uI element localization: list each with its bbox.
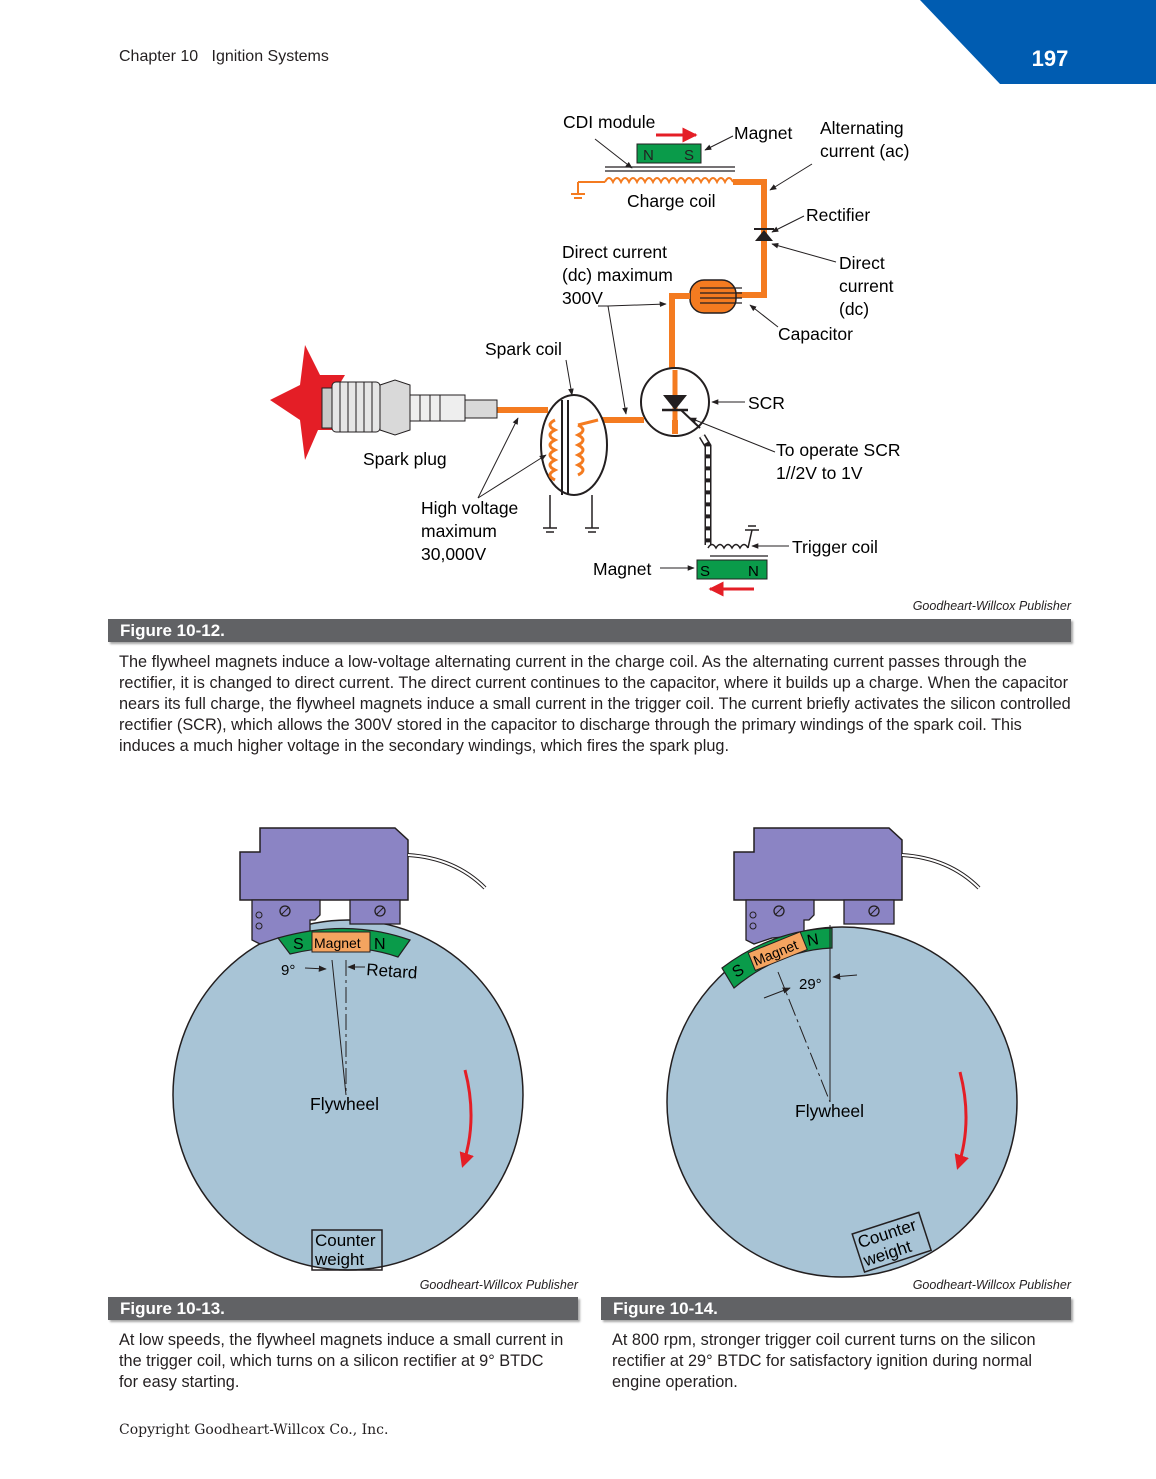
capacitor [689, 279, 742, 314]
label-dc-1: Direct [839, 253, 885, 273]
magnet-block [311, 931, 371, 953]
label-hv-3: 30,000V [421, 544, 487, 564]
label-hv-2: maximum [421, 521, 497, 541]
magnet-bottom-n: N [748, 563, 759, 580]
label-flywheel: Flywheel [310, 1094, 379, 1114]
spark-plug [270, 345, 498, 460]
figure-13-caption: At low speeds, the flywheel magnets indu… [119, 1331, 564, 1391]
label-ac-1: Alternating [820, 118, 904, 138]
magnet-label: Magnet [314, 935, 361, 951]
magnet-top-n: N [643, 147, 654, 164]
flywheel-diagram-9-degree: S Magnet N 9° Retard Flywheel Counter we… [172, 827, 524, 1271]
cdi-ignition-diagram: N S S N [270, 112, 909, 597]
flywheel [666, 926, 1018, 1278]
figure-13-title-bar: Figure 10-13. [108, 1297, 578, 1320]
magnet-s: S [293, 936, 304, 953]
label-dc-3: (dc) [839, 299, 869, 319]
spark-coil [540, 394, 608, 533]
label-trigger-coil: Trigger coil [792, 537, 878, 557]
figure-14-credit: Goodheart-Willcox Publisher [912, 1278, 1071, 1292]
flywheel-diagram-29-degree: Magnet S N 29° Flywheel Counter weight [666, 827, 1018, 1278]
label-hv-1: High voltage [421, 498, 518, 518]
page-number-tab [920, 0, 1156, 84]
label-spark-plug: Spark plug [363, 449, 447, 469]
label-magnet-top: Magnet [734, 123, 793, 143]
figure-13-credit: Goodheart-Willcox Publisher [419, 1278, 578, 1292]
ignition-module [733, 827, 981, 945]
figure-12-credit: Goodheart-Willcox Publisher [912, 599, 1071, 613]
counterweight [851, 1211, 933, 1273]
rotation-arrow [459, 1069, 474, 1168]
label-cdi-module: CDI module [563, 112, 655, 132]
counterweight-1: Counter [315, 1231, 376, 1250]
label-capacitor: Capacitor [778, 324, 853, 344]
label-retard: Retard [366, 960, 418, 983]
rotation-arrow [954, 1071, 969, 1170]
rectifier-diode [755, 230, 773, 241]
figure-12-title-bar: Figure 10-12. [108, 619, 1071, 642]
counterweight [311, 1229, 383, 1271]
label-operate-2: 1//2V to 1V [776, 463, 863, 483]
label-dc-max-2: (dc) maximum [562, 265, 673, 285]
copyright-footer: Copyright Goodheart-Willcox Co., Inc. [119, 1422, 389, 1438]
magnet-bottom [696, 559, 768, 580]
magnet-n: N [806, 931, 820, 950]
label-dc-max-1: Direct current [562, 242, 667, 262]
label-flywheel: Flywheel [795, 1101, 864, 1121]
label-charge-coil: Charge coil [627, 191, 716, 211]
label-operate-1: To operate SCR [776, 440, 901, 460]
label-scr: SCR [748, 393, 785, 413]
chapter-header: Chapter 10 Ignition Systems [119, 48, 329, 65]
label-ac-2: current (ac) [820, 141, 909, 161]
figure-14-title-bar: Figure 10-14. [601, 1297, 1071, 1320]
angle-9: 9° [281, 962, 295, 979]
charge-coil [604, 177, 734, 185]
figure-14-caption: At 800 rpm, stronger trigger coil curren… [612, 1331, 1036, 1391]
magnet-block [747, 931, 808, 972]
magnet-bottom-s: S [700, 563, 710, 580]
magnet-top [636, 143, 702, 164]
angle-29: 29° [799, 976, 822, 993]
counterweight-2: weight [314, 1250, 364, 1269]
page-number: 197 [1031, 46, 1069, 71]
label-rectifier: Rectifier [806, 205, 870, 225]
trigger-coil [707, 543, 749, 550]
label-dc-2: current [839, 276, 894, 296]
magnet-top-s: S [684, 147, 694, 164]
magnet-n: N [374, 936, 386, 953]
label-magnet-bottom: Magnet [593, 559, 652, 579]
figure-12-caption: The flywheel magnets induce a low-voltag… [119, 653, 1071, 755]
label-spark-coil: Spark coil [485, 339, 562, 359]
label-dc-max-3: 300V [562, 288, 603, 308]
